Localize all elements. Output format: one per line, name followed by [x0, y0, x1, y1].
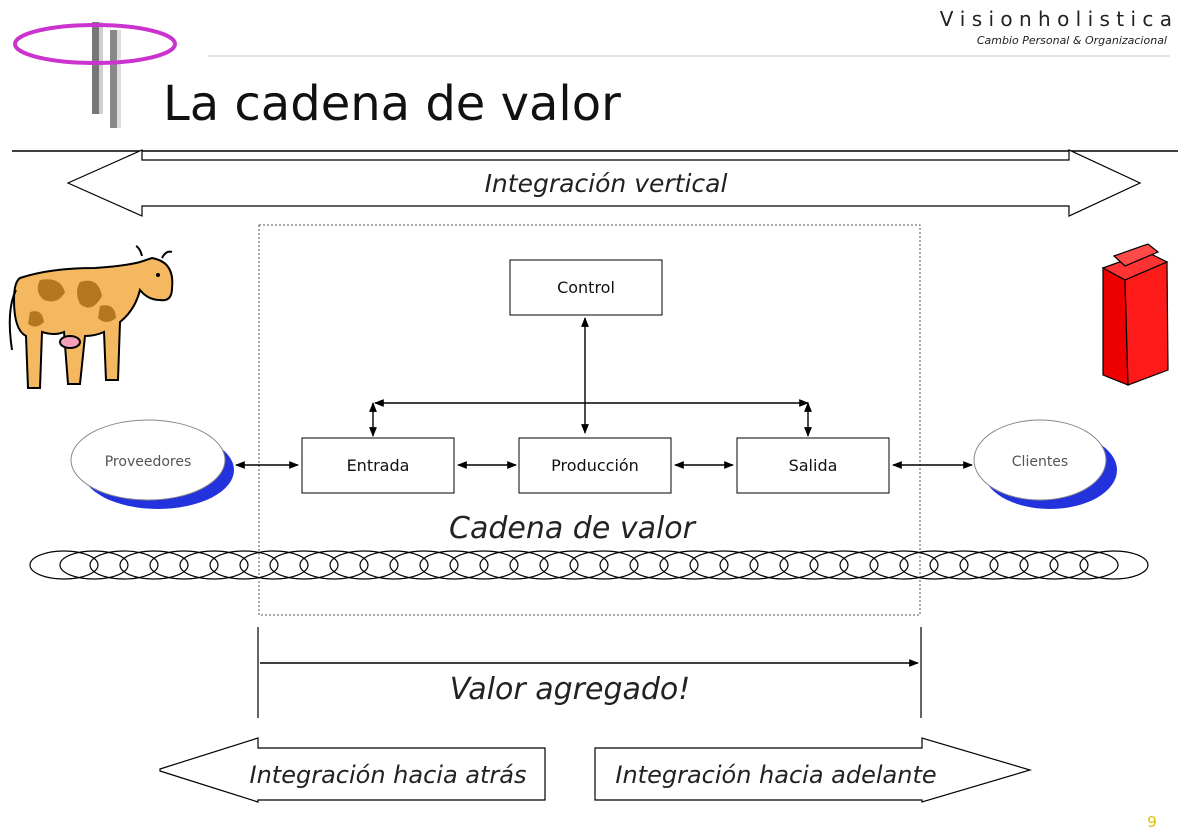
chain-link — [929, 550, 999, 580]
control-label: Control — [557, 278, 615, 297]
chain-link — [449, 550, 519, 580]
value-chain-frame — [258, 224, 921, 616]
cow-illustration — [8, 245, 174, 389]
chain-link — [59, 550, 129, 580]
produccion-box — [518, 437, 672, 494]
chain-link — [299, 550, 369, 580]
chain-link — [659, 550, 729, 580]
page-number: 9 — [1147, 813, 1157, 831]
chain-link — [89, 550, 159, 580]
logo — [13, 22, 177, 128]
chain-link — [269, 550, 339, 580]
clientes-label: Clientes — [1012, 454, 1068, 470]
chain-link — [209, 550, 279, 580]
chain-link — [479, 550, 549, 580]
chain-link — [1079, 550, 1149, 580]
chain-link — [839, 550, 909, 580]
chain-link — [239, 550, 309, 580]
chain-link — [959, 550, 1029, 580]
vertical-integration-label: Integración vertical — [485, 169, 728, 198]
chain-link — [989, 550, 1059, 580]
salida-box — [736, 437, 890, 494]
brand-tagline: Cambio Personal & Organizacional — [977, 34, 1167, 47]
chain-link — [389, 550, 459, 580]
flow-connectors — [235, 317, 973, 469]
chain-link — [779, 550, 849, 580]
chain-link — [149, 550, 219, 580]
produccion-label: Producción — [551, 456, 639, 475]
chain-link — [719, 550, 789, 580]
chain-link — [359, 550, 429, 580]
salida-label: Salida — [789, 456, 838, 475]
chain-link — [1019, 550, 1089, 580]
chain-link — [179, 550, 249, 580]
proveedores-label: Proveedores — [105, 454, 192, 470]
entrada-box — [301, 437, 455, 494]
chain-link — [419, 550, 489, 580]
chain-link — [1049, 550, 1119, 580]
chain-link — [539, 550, 609, 580]
backward-integration-arrow — [159, 737, 546, 803]
chain-link — [29, 550, 99, 580]
clientes-node: Clientes — [973, 419, 1117, 509]
forward-integration-arrow — [594, 737, 1033, 803]
backward-integration-label: Integración hacia atrás — [250, 761, 527, 789]
entrada-label: Entrada — [347, 456, 410, 475]
chain-link — [899, 550, 969, 580]
brand-name: V i s i o n h o l i s t i c a — [940, 7, 1172, 31]
milk-carton-illustration — [1101, 243, 1169, 386]
chain-link — [809, 550, 879, 580]
value-chain-label: Cadena de valor — [449, 511, 697, 546]
slide-title: La cadena de valor — [163, 76, 621, 132]
logo-ring — [13, 23, 177, 65]
chain-links — [29, 550, 1149, 580]
vertical-integration-arrow — [66, 149, 1142, 217]
control-box — [509, 259, 663, 316]
chain-link — [329, 550, 399, 580]
added-value-label: Valor agregado! — [450, 672, 691, 707]
chain-link — [689, 550, 759, 580]
chain-link — [599, 550, 669, 580]
forward-integration-label: Integración hacia adelante — [615, 761, 936, 789]
chain-link — [569, 550, 639, 580]
chain-link — [749, 550, 819, 580]
chain-link — [629, 550, 699, 580]
chain-link — [869, 550, 939, 580]
proveedores-node: Proveedores — [70, 419, 234, 509]
chain-link — [509, 550, 579, 580]
chain-link — [119, 550, 189, 580]
